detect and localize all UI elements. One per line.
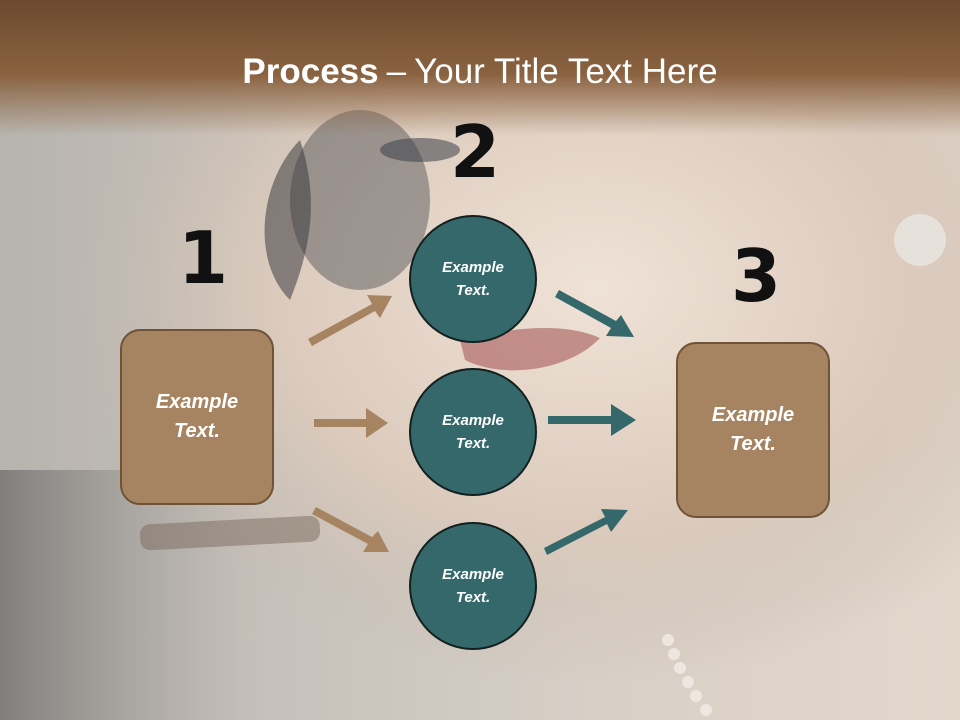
- slide-title: Process–Your Title Text Here: [0, 52, 960, 92]
- step-2-circle-top[interactable]: Example Text.: [409, 215, 537, 343]
- title-separator: –: [386, 52, 407, 91]
- step-3-box[interactable]: Example Text.: [676, 342, 830, 518]
- circle-middle-line2: Text.: [455, 435, 491, 452]
- step-3-box-line1: Example: [711, 404, 795, 426]
- step-1-box-line2: Text.: [174, 420, 220, 442]
- step-2-circle-bottom[interactable]: Example Text.: [409, 522, 537, 650]
- arrow-left-to-middle: [314, 408, 388, 438]
- circle-bottom-line2: Text.: [455, 589, 491, 606]
- arrow-top-to-right: [555, 290, 634, 337]
- circle-middle-line1: Example: [442, 412, 504, 429]
- arrow-bottom-to-right: [544, 509, 628, 555]
- step-number-3: 3: [731, 234, 782, 318]
- step-3-box-line2: Text.: [730, 433, 776, 455]
- step-number-1: 1: [178, 216, 229, 300]
- tan-arrows: [308, 295, 392, 552]
- step-number-2: 2: [450, 110, 501, 194]
- step-1-box[interactable]: Example Text.: [120, 329, 274, 505]
- step-1-box-line1: Example: [155, 391, 239, 413]
- arrow-left-to-top: [308, 295, 392, 346]
- circle-bottom-line1: Example: [442, 566, 504, 583]
- teal-arrows: [544, 290, 636, 555]
- title-bar: [0, 0, 960, 135]
- arrow-left-to-bottom: [312, 507, 389, 552]
- step-2-circle-middle[interactable]: Example Text.: [409, 368, 537, 496]
- arrow-middle-to-right: [548, 404, 636, 436]
- title-rest: Your Title Text Here: [414, 52, 718, 91]
- circle-top-line2: Text.: [455, 282, 491, 299]
- circle-top-line1: Example: [442, 259, 504, 276]
- title-bold: Process: [242, 52, 379, 91]
